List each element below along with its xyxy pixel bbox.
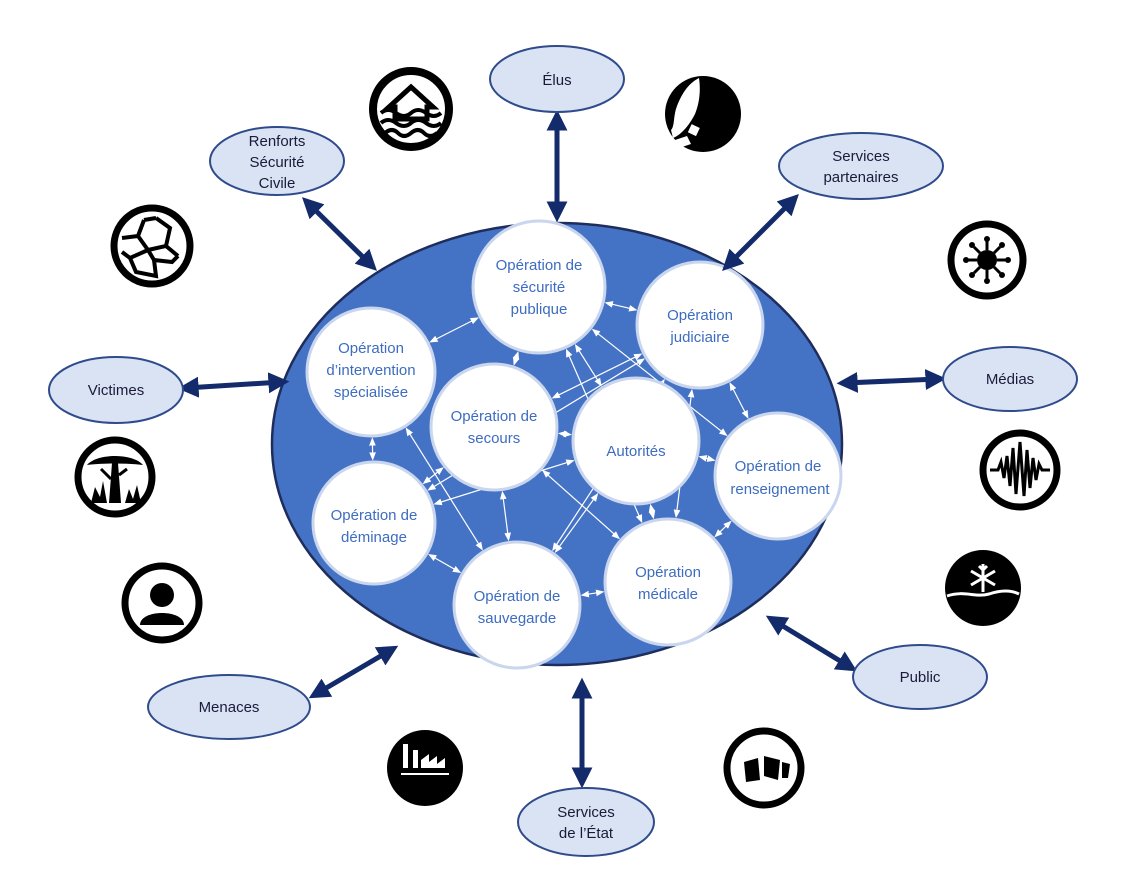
op-label-line: sécurité [513, 279, 566, 296]
actor-services-etat[interactable]: Services de l’État [517, 787, 655, 857]
svg-text:Victimes: Victimes [88, 382, 144, 399]
op-label-line: Opération [667, 307, 733, 324]
actor-label-line: Services [832, 148, 890, 165]
op-medicale[interactable]: Opération médicale [603, 517, 733, 647]
svg-text:Élus: Élus [542, 72, 571, 89]
svg-text:Public: Public [900, 669, 941, 686]
drought-icon [110, 204, 194, 288]
link-autorites-renseignement [698, 455, 716, 462]
virus-icon [947, 220, 1027, 300]
link-securite_publique-intervention [429, 317, 479, 343]
op-secours[interactable]: Opération de secours [429, 362, 559, 492]
link-deminage-sauvegarde [428, 554, 462, 574]
actor-medias[interactable]: Médias [942, 346, 1078, 412]
op-label-line: Autorités [606, 443, 665, 460]
op-judiciaire[interactable]: Opération judiciaire [635, 260, 765, 390]
op-securite-publique[interactable]: Opération de sécurité publique [471, 219, 607, 355]
wildfire-icon [74, 436, 156, 518]
link-judiciaire-renseignement [729, 382, 749, 419]
arrow-medias [836, 369, 947, 393]
arrow-victimes [177, 372, 290, 398]
person-icon [121, 562, 203, 644]
svg-text:Autorités: Autorités [606, 443, 665, 460]
link-sauvegarde-medicale [580, 589, 605, 598]
collapse-icon [723, 727, 805, 809]
actor-label-line: de l’État [559, 825, 614, 842]
actor-label-line: Public [900, 669, 941, 686]
op-autorites[interactable]: Autorités [571, 376, 701, 506]
actor-victimes[interactable]: Victimes [48, 356, 184, 424]
op-label-line: déminage [341, 529, 407, 546]
op-label-line: publique [511, 301, 568, 318]
op-sauvegarde[interactable]: Opération de sauvegarde [452, 540, 582, 670]
op-label-line: Opération de [735, 458, 822, 475]
link-securite_publique-judiciaire [604, 301, 638, 312]
industrial-icon [387, 730, 463, 806]
actor-label-line: Victimes [88, 382, 144, 399]
arrow-menaces [308, 645, 399, 699]
op-label-line: sauvegarde [478, 610, 556, 627]
arrow-public [765, 615, 858, 672]
op-label-line: Opération de [496, 257, 583, 274]
op-label-line: Opération [338, 340, 404, 357]
arrow-services-partenaires [722, 194, 799, 271]
op-label-line: Opération de [474, 588, 561, 605]
op-label-line: d’intervention [326, 362, 415, 379]
actor-label-line: Services [557, 804, 615, 821]
seismic-icon [979, 429, 1061, 511]
op-label-line: Opération de [331, 507, 418, 524]
op-intervention[interactable]: Opération d’intervention spécialisée [305, 306, 437, 438]
op-renseignement[interactable]: Opération de renseignement [713, 411, 843, 541]
actor-menaces[interactable]: Menaces [147, 674, 311, 740]
op-deminage[interactable]: Opération de déminage [311, 460, 437, 586]
flood-icon [369, 67, 453, 151]
actor-label-line: Sécurité [249, 154, 304, 171]
actor-elus[interactable]: Élus [489, 45, 625, 113]
actor-label-line: Renforts [249, 133, 306, 150]
actor-label-line: partenaires [823, 169, 898, 186]
actor-label-line: Médias [986, 371, 1034, 388]
op-label-line: judiciaire [669, 329, 729, 346]
op-label-line: secours [468, 430, 521, 447]
actor-public[interactable]: Public [852, 644, 988, 710]
landslide-icon [665, 76, 741, 152]
svg-text:Menaces: Menaces [199, 699, 260, 716]
op-label-line: spécialisée [334, 384, 408, 401]
svg-text:Médias: Médias [986, 371, 1034, 388]
actor-label-line: Civile [259, 175, 296, 192]
actor-services-partenaires[interactable]: Services partenaires [778, 132, 944, 200]
actor-label-line: Élus [542, 72, 571, 89]
op-label-line: Opération de [451, 408, 538, 425]
op-label-line: renseignement [730, 481, 830, 498]
arrow-renforts [302, 197, 377, 271]
op-label-line: Opération [635, 564, 701, 581]
link-medicale-renseignement [714, 520, 732, 538]
op-label-line: médicale [638, 586, 698, 603]
external-arrows [177, 109, 947, 789]
actor-label-line: Menaces [199, 699, 260, 716]
snow-icon [945, 550, 1021, 626]
